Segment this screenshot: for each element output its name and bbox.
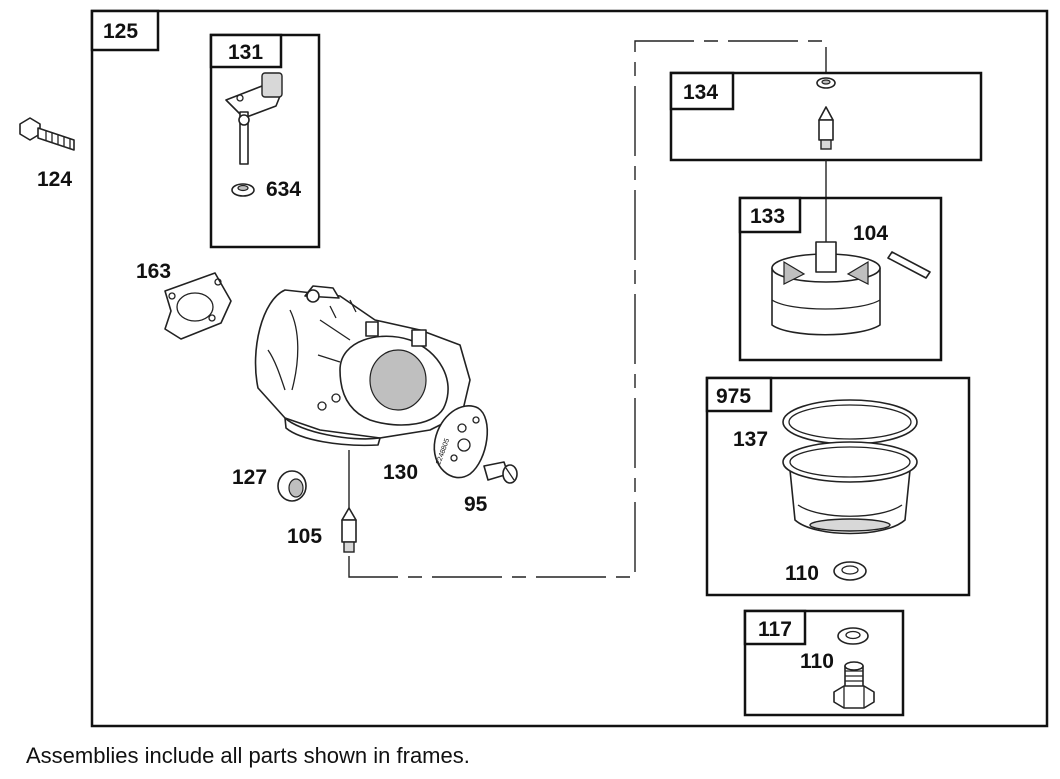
label-104: 104 [853,222,888,245]
washer-634 [231,183,255,197]
label-124: 124 [37,168,72,191]
diaphragm-130: 2248805 [433,405,489,479]
screw-95 [483,461,518,484]
label-163: 163 [136,260,171,283]
float-133 [771,241,881,336]
float-bowl-975 [782,399,918,535]
label-634: 634 [266,178,301,201]
inlet-needle-134 [816,77,836,150]
frame-975-tab [705,376,773,413]
frame-117-label: 117 [758,618,792,641]
gasket-163 [164,272,232,340]
label-127: 127 [232,466,267,489]
frame-117-tab [743,609,807,646]
bolt-124 [19,117,75,151]
washer-110-b [837,627,869,645]
frame-975 [705,376,971,597]
frame-131-label: 131 [228,41,263,64]
carburetor-body [254,285,471,447]
footnote: Assemblies include all parts shown in fr… [26,743,470,768]
needle-105 [341,507,357,553]
plug-127 [277,470,307,502]
washer-110-a [833,561,867,581]
frame-134-label: 134 [683,81,718,104]
frame-125 [90,9,1049,728]
frame-133 [738,196,943,362]
label-105: 105 [287,525,322,548]
bowl-nut-117 [833,661,875,709]
frame-975-label: 975 [716,385,751,408]
label-130: 130 [383,461,418,484]
pin-104 [887,251,931,279]
frame-131-tab [209,33,283,69]
connector-line [348,40,827,578]
frame-117 [743,609,905,717]
label-110-b: 110 [800,650,834,673]
label-110-a: 110 [785,562,819,585]
float-131 [225,72,283,165]
frame-133-tab [738,196,802,234]
frame-125-tab [90,9,160,52]
label-137: 137 [733,428,768,451]
label-95: 95 [464,493,488,516]
frame-134-tab [669,71,735,111]
frame-133-label: 133 [750,205,785,228]
frame-125-label: 125 [103,20,138,43]
